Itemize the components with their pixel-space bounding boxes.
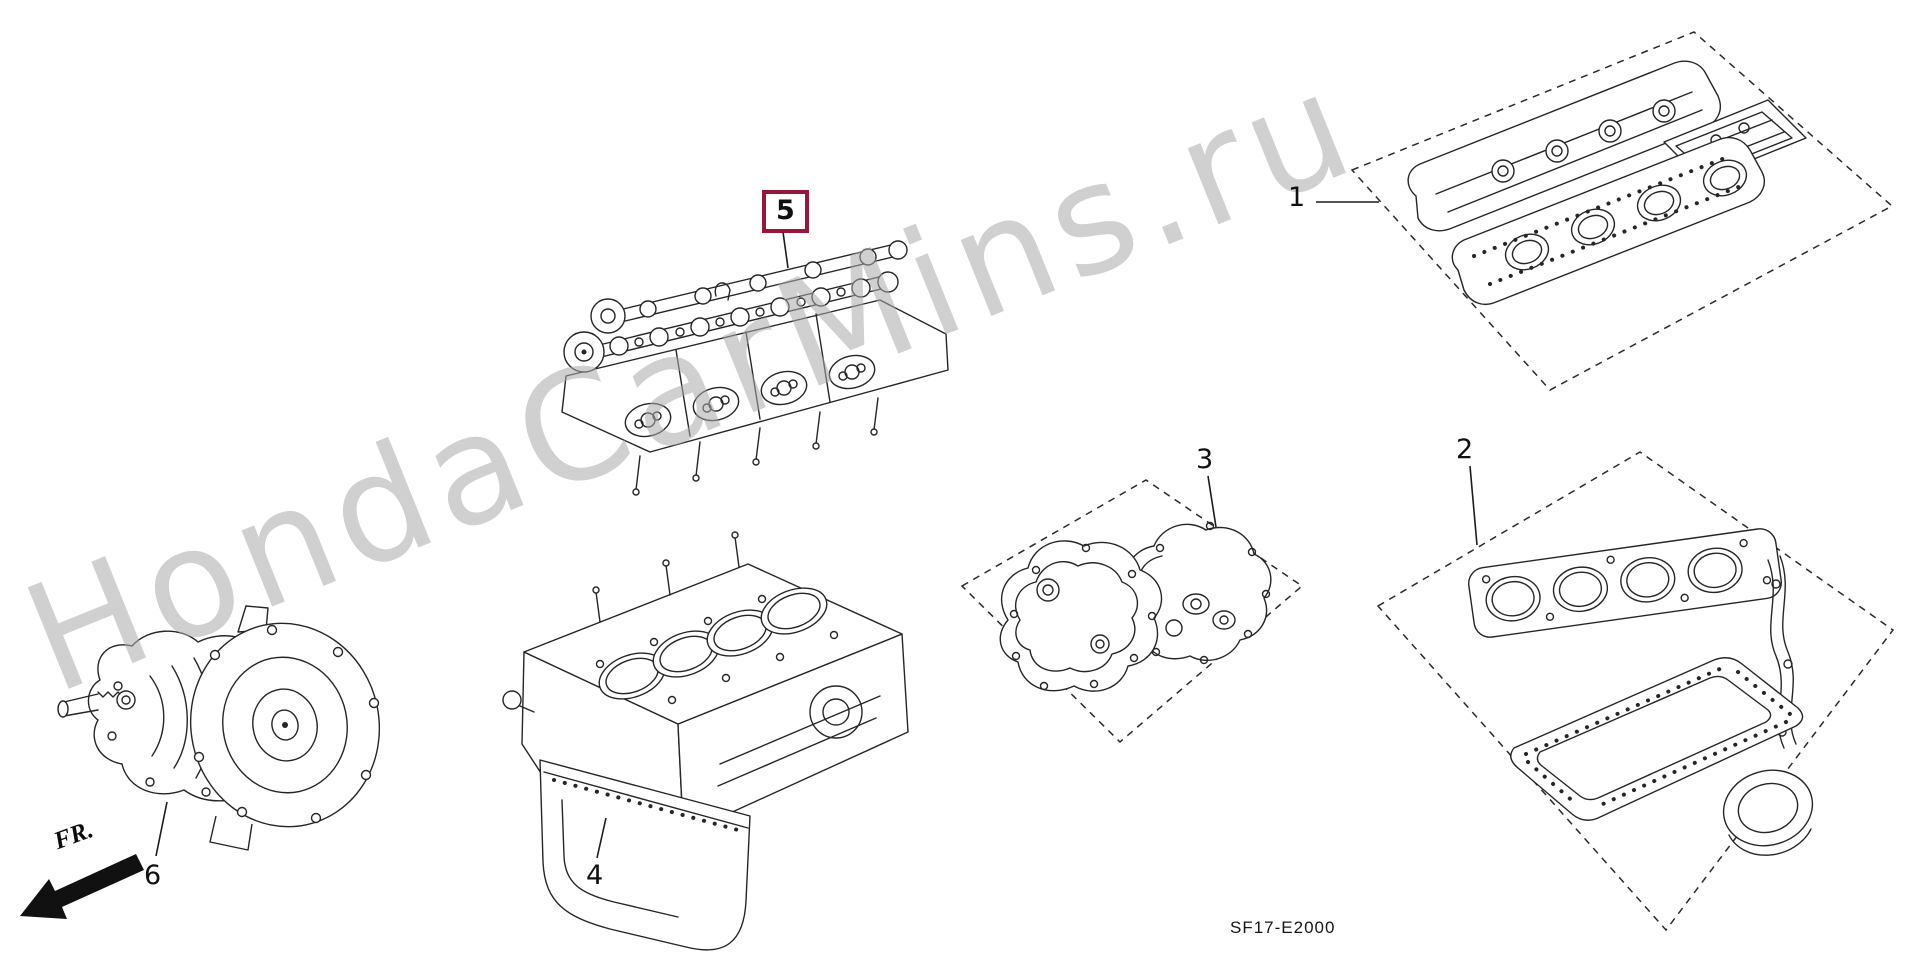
kit-boundary-2 [1376,451,1895,932]
part-callout-1[interactable]: 1 [1288,182,1306,213]
part-1-gasket-kit[interactable] [1350,31,1894,391]
part-callout-2[interactable]: 2 [1456,434,1474,465]
diagram-code: SF17-E2000 [1230,918,1336,937]
part-callout-4[interactable]: 4 [586,860,604,891]
part-callout-5[interactable]: 5 [762,190,809,233]
callout-leader-lines [155,201,1478,859]
part-5-cylinder-head-assembly[interactable] [561,240,949,496]
fr-direction-arrow-icon [20,854,144,919]
part-4-engine-block-assembly[interactable] [502,531,909,951]
part-callout-6[interactable]: 6 [144,860,162,891]
part-6-transmission-assembly[interactable] [57,605,398,851]
kit-boundary-1 [1350,31,1894,391]
part-3-gasket-kit[interactable] [960,479,1304,744]
part-callout-3[interactable]: 3 [1196,444,1214,475]
part-2-gasket-kit[interactable] [1376,451,1895,932]
